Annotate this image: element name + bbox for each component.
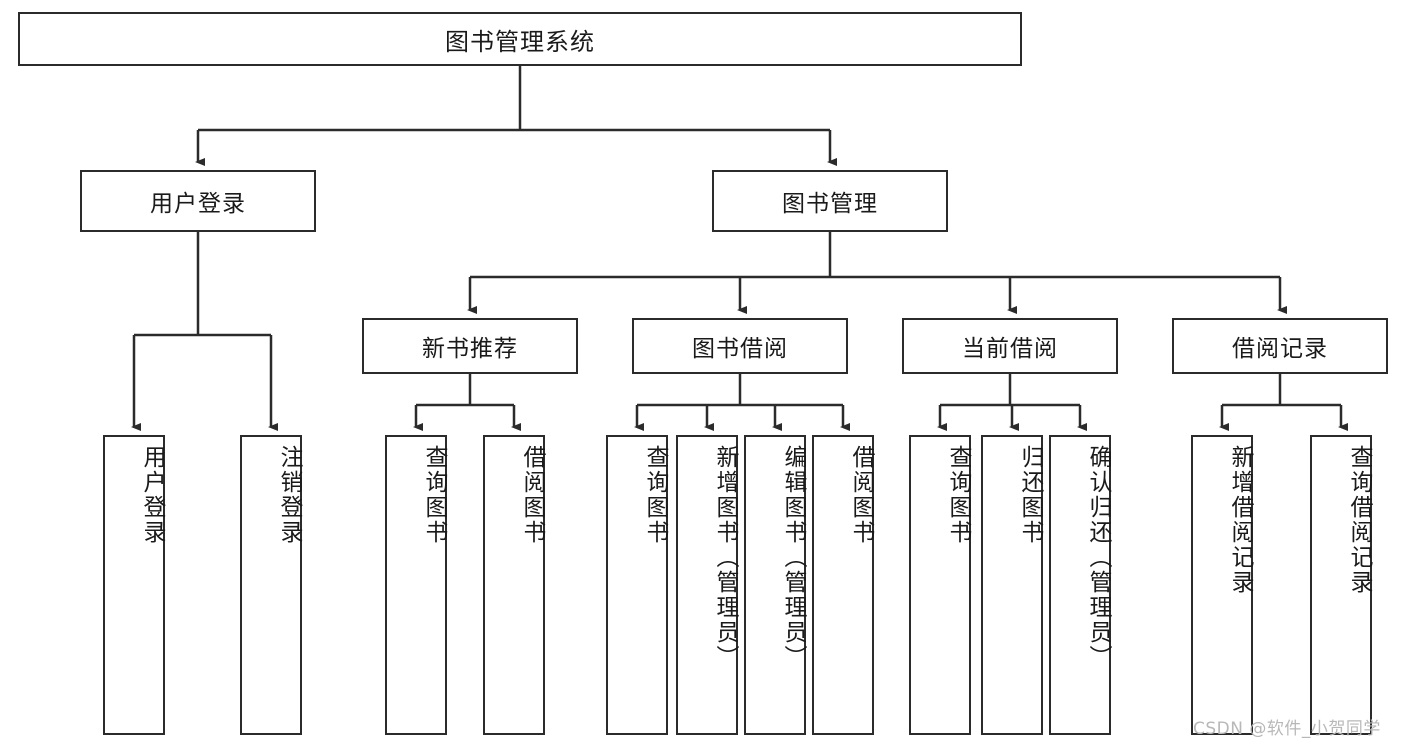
node-level2-book-borrow[interactable]: 图书借阅	[632, 318, 848, 374]
node-leaf-borrow-book-recommend[interactable]: 借阅图书	[483, 435, 545, 735]
node-leaf-query-book-current[interactable]: 查询图书	[909, 435, 971, 735]
node-leaf-add-borrow-record[interactable]: 新增借阅记录	[1191, 435, 1253, 735]
node-level2-current-borrow[interactable]: 当前借阅	[902, 318, 1118, 374]
node-label: 注销登录	[276, 445, 302, 545]
node-label: 新增借阅记录	[1227, 445, 1253, 595]
node-label: 归还图书	[1017, 445, 1043, 545]
node-leaf-add-book-admin[interactable]: 新增图书（管理员）	[676, 435, 738, 735]
node-label: 查询图书	[945, 445, 971, 545]
node-label: 新增图书（管理员）	[712, 445, 738, 670]
node-root[interactable]: 图书管理系统	[18, 12, 1022, 66]
csdn-watermark: CSDN @软件_小贺同学	[1193, 719, 1381, 739]
node-label: 查询图书	[642, 445, 668, 545]
node-label: 借阅记录	[1232, 336, 1328, 362]
node-label: 借阅图书	[848, 445, 874, 545]
node-label: 查询借阅记录	[1346, 445, 1372, 595]
node-label: 编辑图书（管理员）	[780, 445, 806, 670]
node-leaf-logout[interactable]: 注销登录	[240, 435, 302, 735]
node-label: 图书管理系统	[445, 27, 595, 56]
node-label: 图书管理	[782, 191, 878, 217]
node-label: 用户登录	[139, 445, 165, 545]
node-level2-borrow-records[interactable]: 借阅记录	[1172, 318, 1388, 374]
node-leaf-user-login[interactable]: 用户登录	[103, 435, 165, 735]
node-label: 借阅图书	[519, 445, 545, 545]
node-label: 当前借阅	[962, 336, 1058, 362]
node-label: 用户登录	[150, 191, 246, 217]
node-label: 查询图书	[421, 445, 447, 545]
node-leaf-query-book-borrow[interactable]: 查询图书	[606, 435, 668, 735]
node-leaf-query-book-recommend[interactable]: 查询图书	[385, 435, 447, 735]
node-level2-new-book-recommend[interactable]: 新书推荐	[362, 318, 578, 374]
node-leaf-confirm-return-admin[interactable]: 确认归还（管理员）	[1049, 435, 1111, 735]
node-label: 确认归还（管理员）	[1085, 445, 1111, 670]
node-leaf-edit-book-admin[interactable]: 编辑图书（管理员）	[744, 435, 806, 735]
node-level1-book-management[interactable]: 图书管理	[712, 170, 948, 232]
node-leaf-query-borrow-record[interactable]: 查询借阅记录	[1310, 435, 1372, 735]
node-label: 图书借阅	[692, 336, 788, 362]
node-leaf-return-book[interactable]: 归还图书	[981, 435, 1043, 735]
node-level1-user-login[interactable]: 用户登录	[80, 170, 316, 232]
node-label: 新书推荐	[422, 336, 518, 362]
node-leaf-borrow-book[interactable]: 借阅图书	[812, 435, 874, 735]
